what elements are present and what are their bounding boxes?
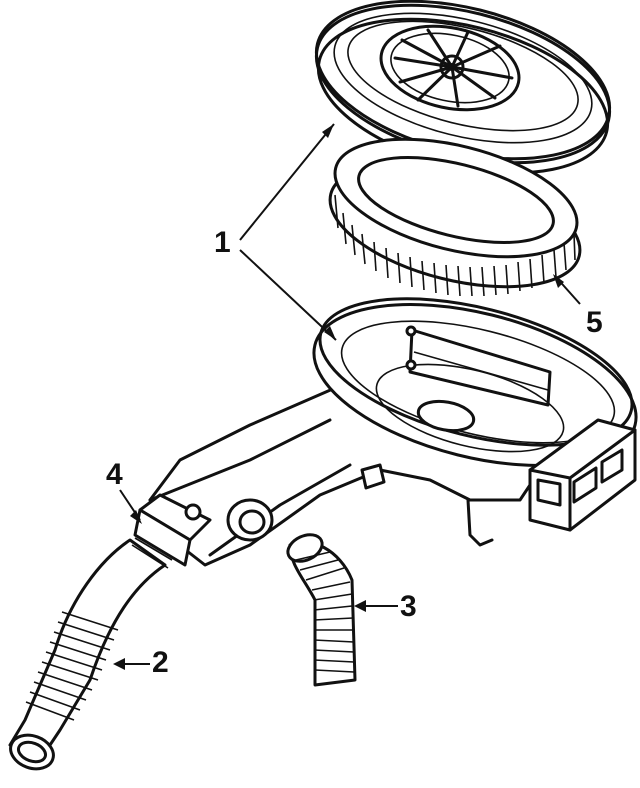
- duct-corrugations: [25, 611, 119, 721]
- air-cleaner-housing: [133, 297, 638, 567]
- hose-corrugations: [295, 551, 355, 673]
- air-cleaner-lid: [314, 0, 612, 175]
- callout-3: 3: [400, 590, 417, 623]
- flexible-duct: [8, 537, 173, 771]
- filter-element: [328, 137, 582, 297]
- lid-emblem: [379, 24, 521, 112]
- hose: [286, 533, 357, 687]
- callout-2: 2: [152, 646, 169, 679]
- callout-1: 1: [214, 226, 231, 259]
- callout-5: 5: [586, 306, 603, 339]
- leader-lines: [113, 123, 581, 670]
- filter-pleats: [334, 194, 576, 297]
- callout-4: 4: [106, 458, 123, 491]
